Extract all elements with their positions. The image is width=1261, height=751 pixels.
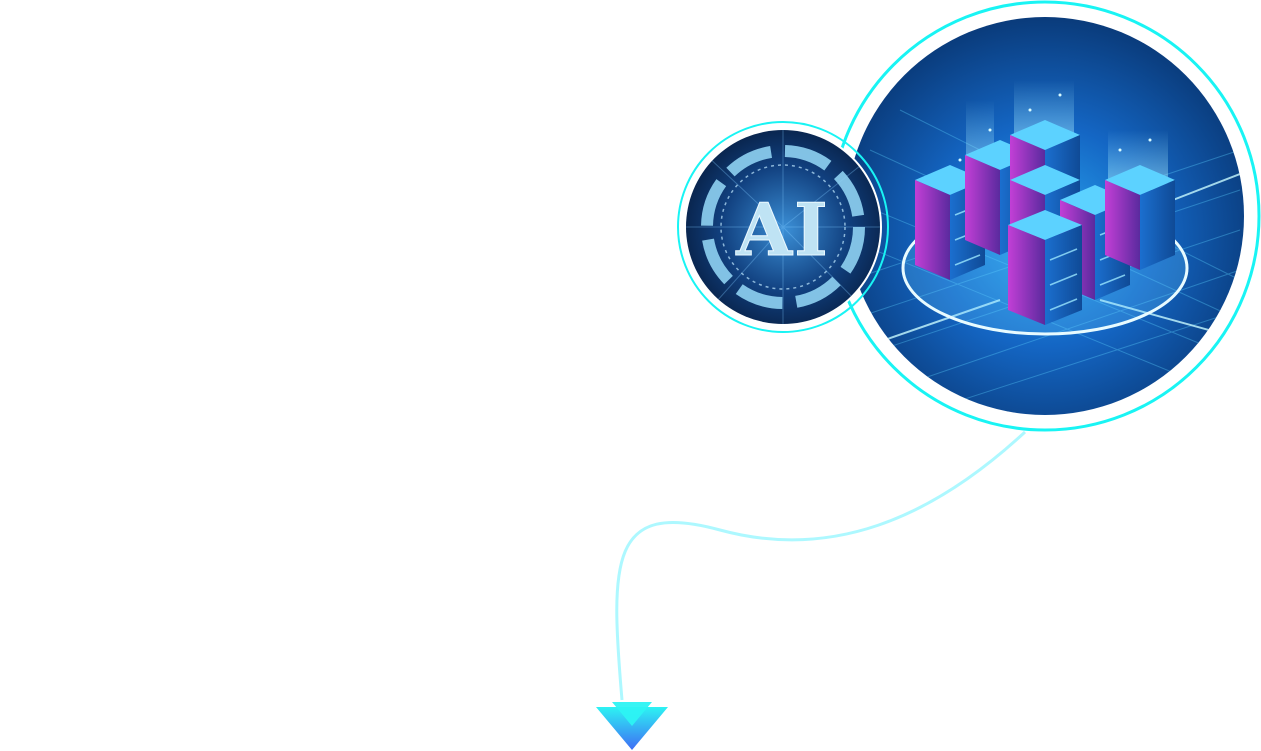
hero-illustration — [829, 0, 1261, 432]
server-stack — [1105, 165, 1175, 270]
connector-line — [615, 430, 1027, 701]
server-stack — [1008, 210, 1082, 325]
ai-badge-outer-ring — [677, 121, 889, 333]
ai-badge-label: AI — [735, 187, 830, 272]
data-center-servers-icon — [846, 17, 1244, 415]
down-arrow-icon[interactable] — [596, 702, 668, 750]
ai-badge: AI — [677, 121, 889, 333]
ai-chip-icon — [686, 130, 880, 324]
